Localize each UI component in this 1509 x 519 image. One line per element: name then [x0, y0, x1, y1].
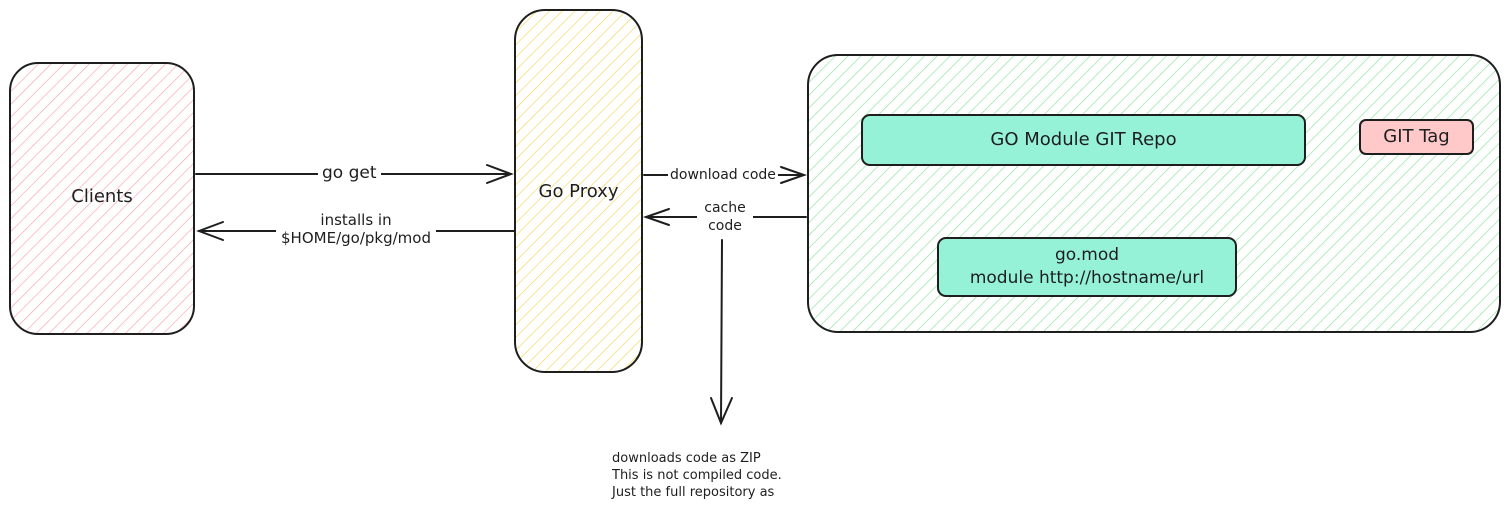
- note-line-3: Just the full repository as: [612, 485, 775, 500]
- note-line-1: downloads code as ZIP: [612, 451, 761, 466]
- gomod-box[interactable]: [937, 237, 1237, 297]
- cache-label-line1: cache: [697, 199, 753, 217]
- clients-node[interactable]: [9, 62, 195, 335]
- note-line-2: This is not compiled code.: [612, 468, 782, 483]
- git-tag-label: GIT Tag: [1383, 126, 1450, 147]
- go-module-repo-box[interactable]: [861, 114, 1306, 166]
- cache-label-line2: code: [697, 217, 753, 235]
- download-zip-arrow: [710, 239, 733, 426]
- download-code-label: download code: [668, 166, 778, 184]
- go-module-repo-label: GO Module GIT Repo: [990, 129, 1177, 150]
- go-proxy-node[interactable]: [514, 9, 643, 373]
- download-note: downloads code as ZIP This is not compil…: [612, 450, 782, 501]
- installs-label-line2: $HOME/go/pkg/mod: [276, 229, 436, 247]
- git-tag-box[interactable]: [1359, 119, 1474, 155]
- clients-label: Clients: [71, 186, 133, 207]
- gomod-line2: module http://hostname/url: [969, 268, 1205, 288]
- go-proxy-label: Go Proxy: [538, 181, 619, 202]
- installs-label-line1: installs in: [320, 211, 392, 229]
- go-get-label: go get: [318, 164, 381, 182]
- gomod-line1: go.mod: [1054, 245, 1120, 265]
